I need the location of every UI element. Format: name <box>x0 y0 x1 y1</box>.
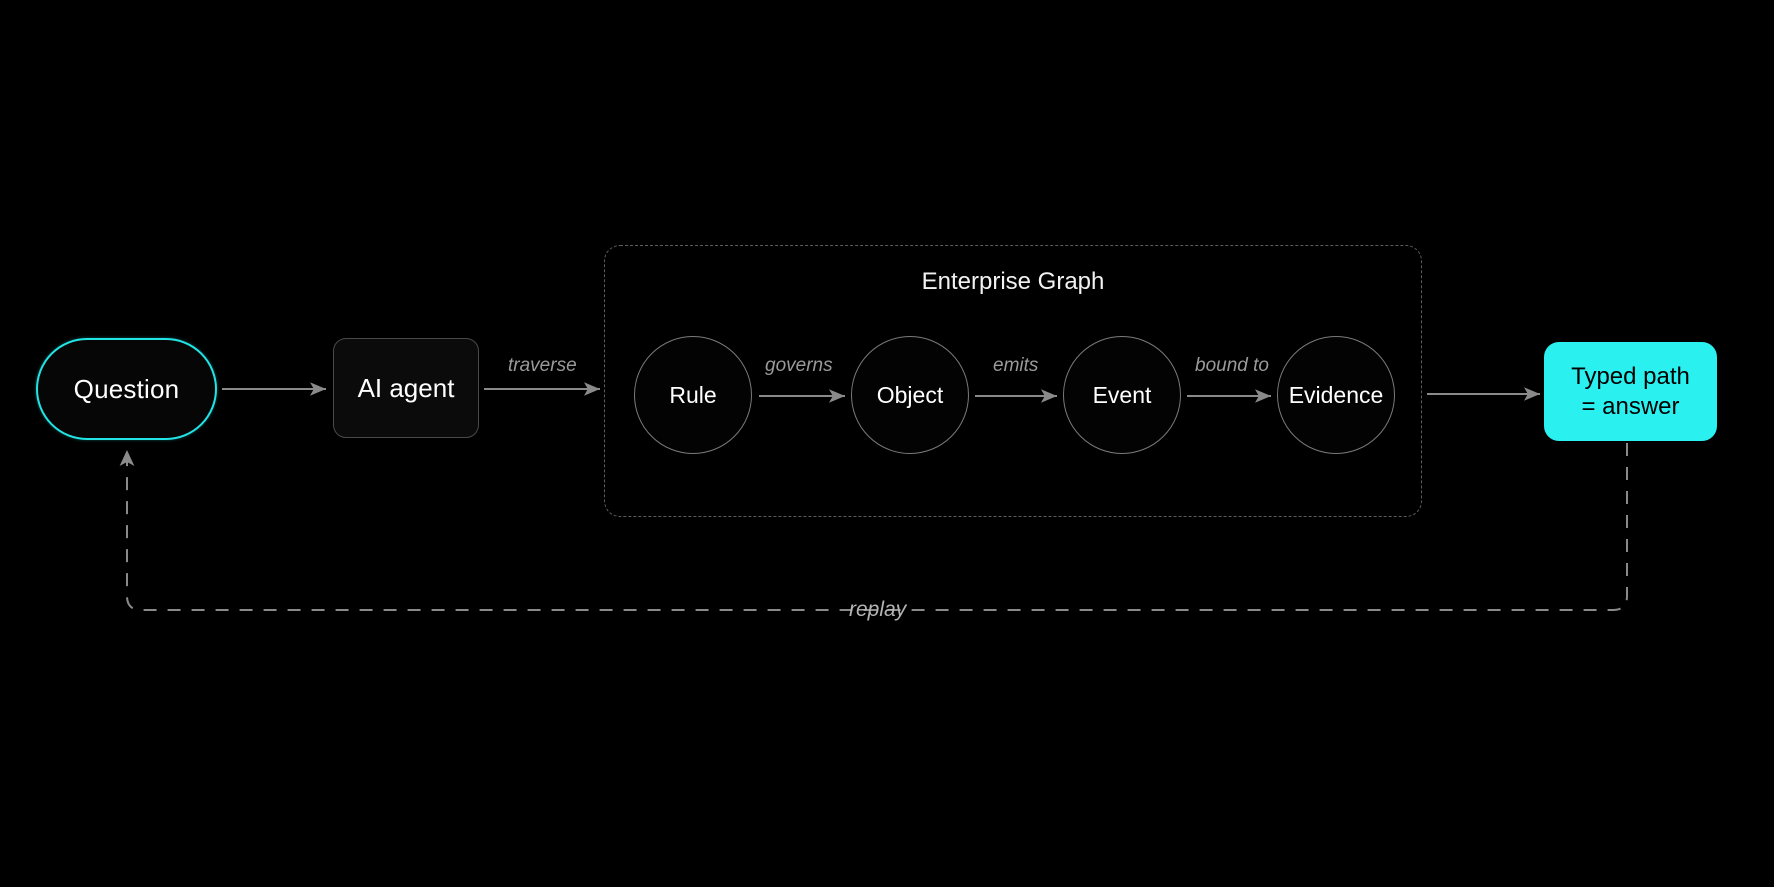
edge-label-replay: replay <box>849 598 907 621</box>
node-object-label: Object <box>876 381 944 408</box>
node-typed-path-answer[interactable]: Typed path = answer <box>1544 342 1717 441</box>
node-evidence-label: Evidence <box>1288 381 1384 408</box>
node-event[interactable]: Event <box>1063 336 1181 454</box>
node-object[interactable]: Object <box>851 336 969 454</box>
edge-label-emits: emits <box>993 355 1039 376</box>
node-evidence[interactable]: Evidence <box>1277 336 1395 454</box>
edge-label-traverse: traverse <box>508 355 577 376</box>
node-answer-line-1: Typed path <box>1571 363 1690 391</box>
edge-label-bound-to: bound to <box>1195 355 1269 376</box>
node-ai-agent[interactable]: AI agent <box>333 338 479 438</box>
node-rule-label: Rule <box>669 381 717 408</box>
node-question-label: Question <box>73 373 180 404</box>
node-answer-line-2: = answer <box>1581 392 1680 420</box>
edge-label-governs: governs <box>765 355 833 376</box>
enterprise-graph-container <box>604 245 1422 517</box>
node-event-label: Event <box>1092 381 1152 408</box>
node-ai-agent-label: AI agent <box>357 372 455 403</box>
node-rule[interactable]: Rule <box>634 336 752 454</box>
node-question[interactable]: Question <box>36 338 217 440</box>
enterprise-graph-title: Enterprise Graph <box>921 268 1105 295</box>
